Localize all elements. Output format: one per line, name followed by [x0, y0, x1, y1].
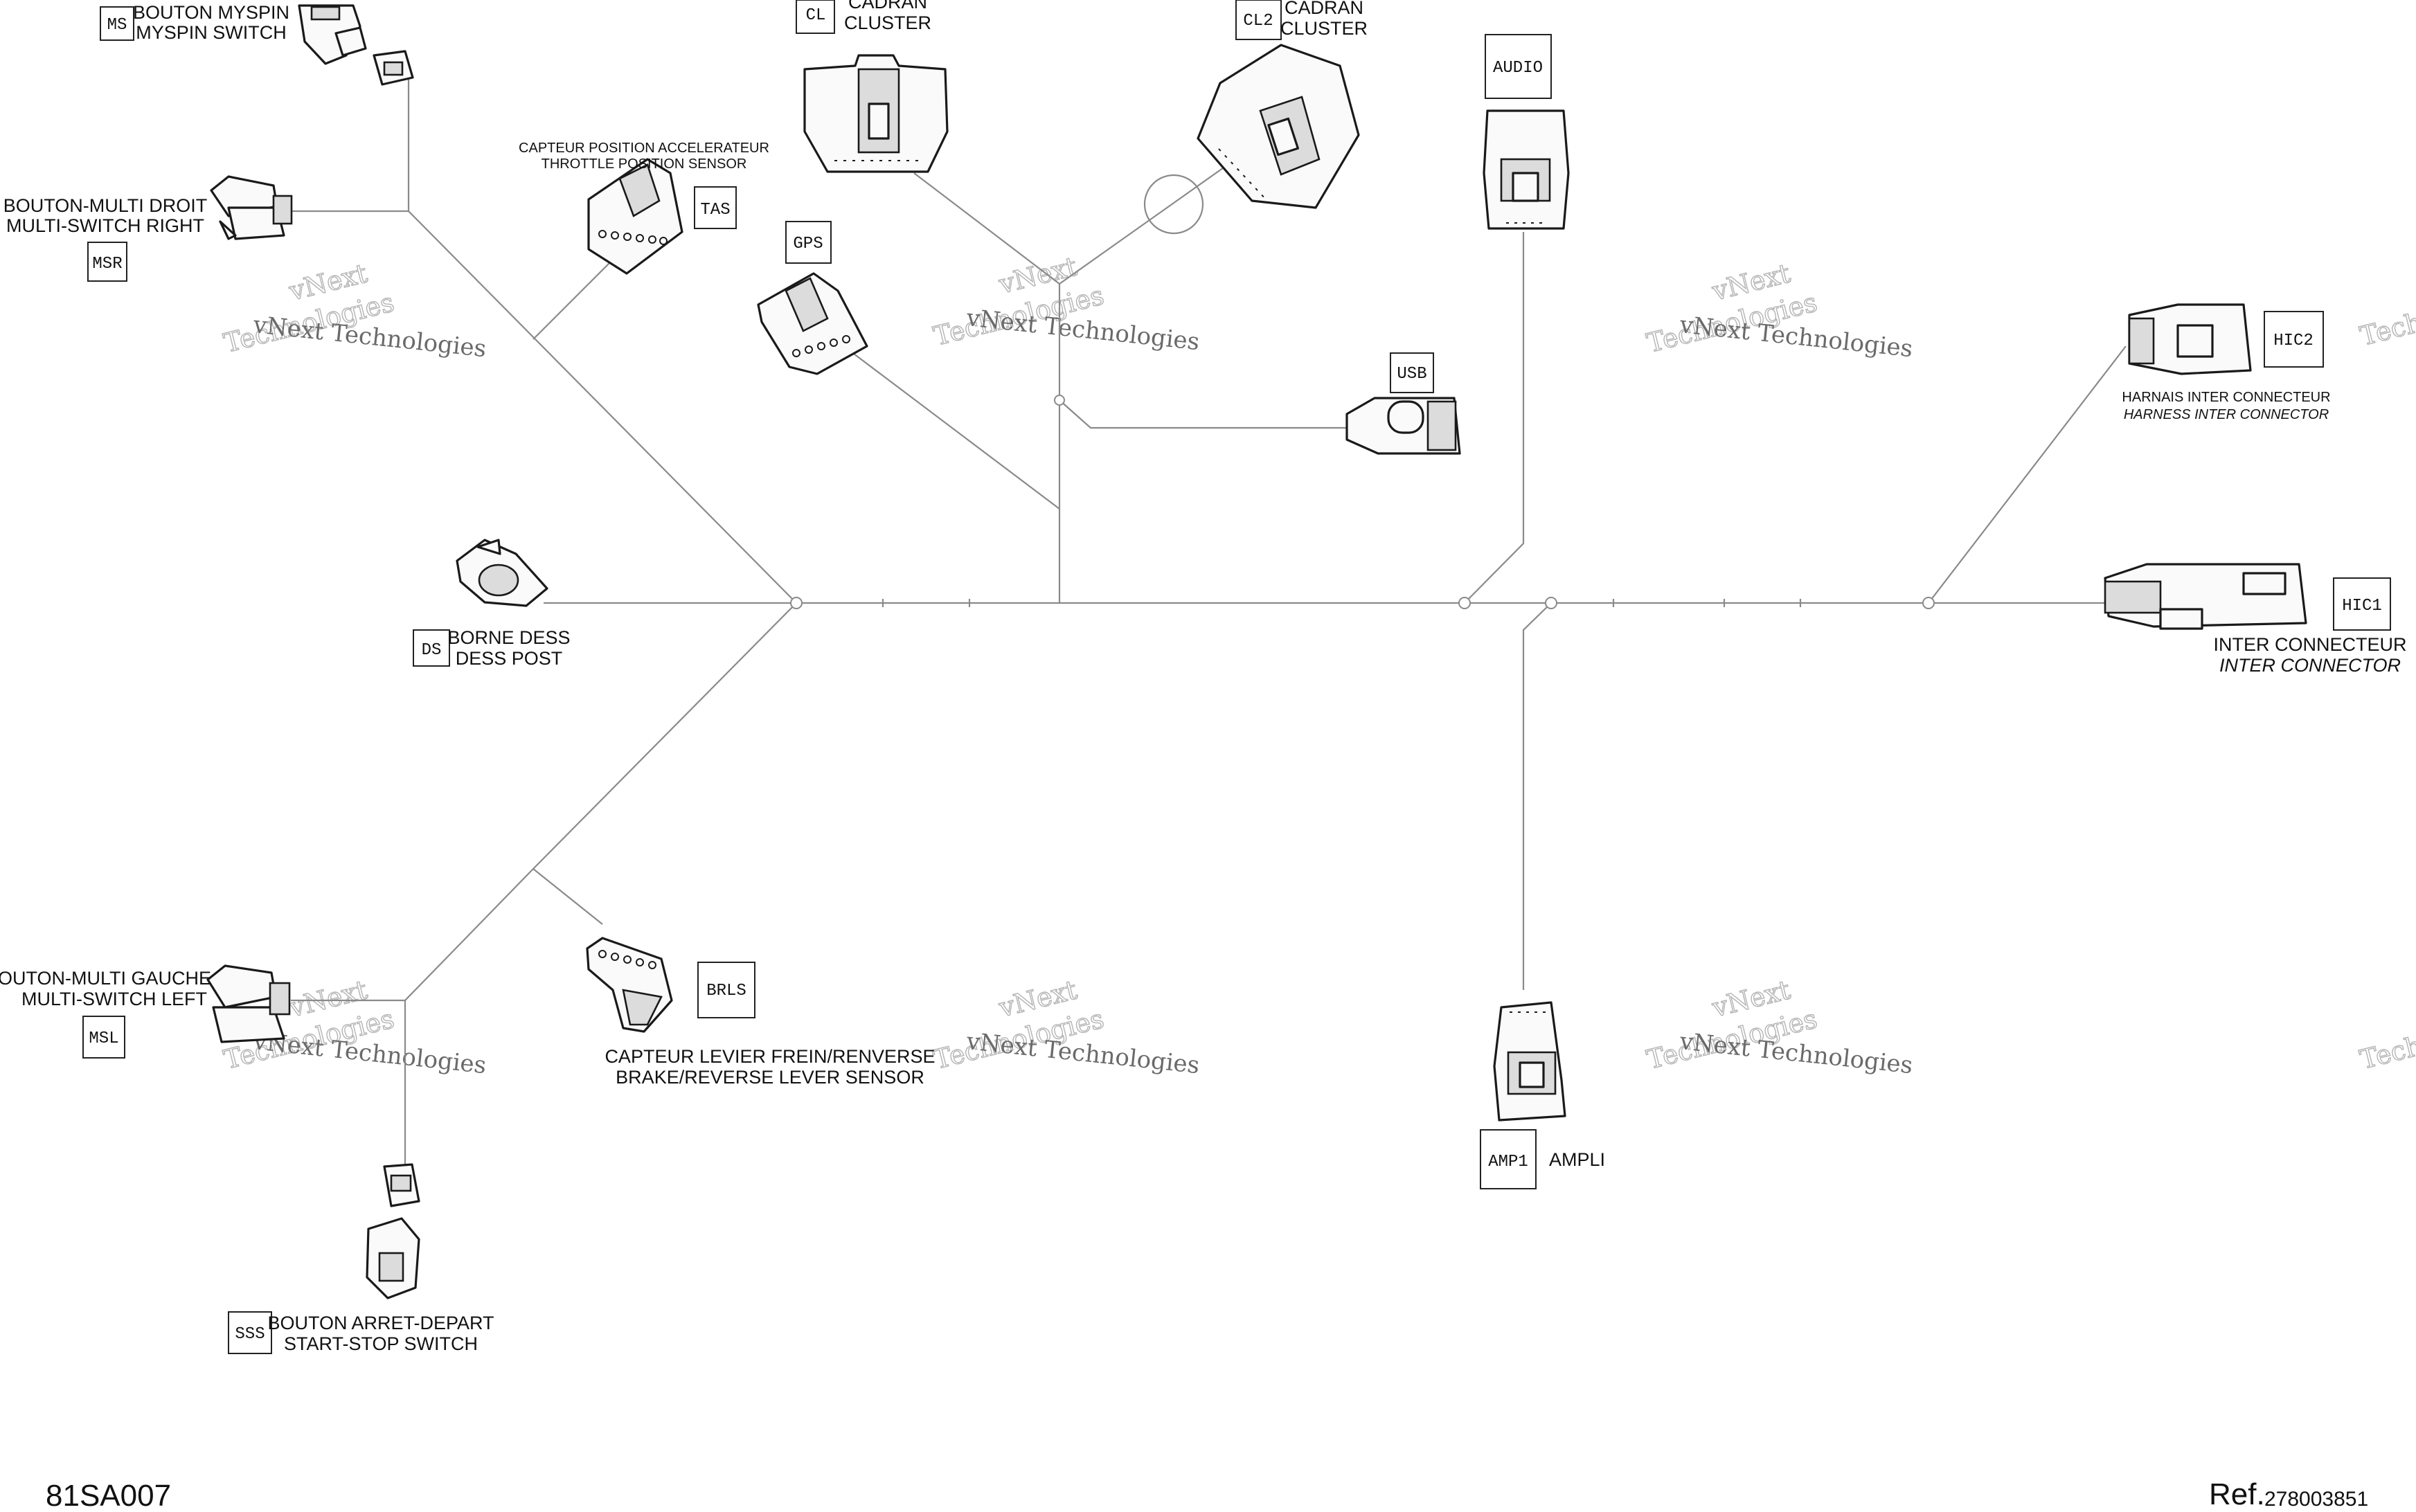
splice-node	[790, 597, 803, 609]
connector-code: AUDIO	[1493, 59, 1543, 78]
reference-label: Ref.	[2209, 1477, 2265, 1511]
connector-name-fr: BOUTON MYSPIN	[133, 2, 289, 23]
connector-name-en: INTER CONNECTOR	[2219, 655, 2401, 676]
label-hic2: HIC2 HARNAIS INTER CONNECTEUR HARNESS IN…	[2122, 311, 2331, 422]
dess-post-connector-icon[interactable]	[456, 539, 548, 607]
connector-code: MS	[107, 16, 127, 35]
connector-code: GPS	[793, 235, 823, 253]
label-gps: GPS	[785, 221, 832, 264]
start-stop-switch-connector-icon[interactable]	[366, 1163, 420, 1299]
cluster-connector-icon[interactable]	[803, 54, 949, 173]
multi-switch-left-connector-icon[interactable]	[206, 964, 291, 1043]
label-cl: CL CADRAN CLUSTER	[796, 0, 931, 34]
svg-text:Technologies: Technologies	[2357, 280, 2416, 352]
connector-name-fr: CADRAN	[848, 0, 927, 12]
tas-pins-icon	[598, 230, 668, 245]
connector-code: HIC1	[2342, 597, 2382, 615]
label-msl: BOUTON-MULTI GAUCHE MULTI-SWITCH LEFT MS…	[0, 968, 211, 1059]
connector-name-en: BRAKE/REVERSE LEVER SENSOR	[616, 1067, 924, 1088]
connector-code: SSS	[235, 1325, 265, 1344]
connector-name-en: START-STOP SWITCH	[284, 1333, 478, 1354]
connector-name-fr: BORNE DESS	[447, 627, 570, 648]
usb-connector-icon[interactable]	[1345, 397, 1461, 455]
watermark-partial: Technologies	[2356, 1003, 2416, 1076]
splice-node	[1054, 395, 1065, 406]
wire-tas	[533, 255, 617, 340]
wire-brls	[533, 868, 603, 925]
wire-hic2	[1928, 345, 2127, 604]
label-cl2: CL2 CADRAN CLUSTER	[1235, 0, 1368, 40]
wire-cl	[913, 172, 1061, 603]
connector-code: CL2	[1243, 12, 1273, 30]
audio-connector-icon[interactable]	[1483, 109, 1570, 230]
connector-name-fr: AMPLI	[1549, 1149, 1605, 1170]
svg-text:Technologies: Technologies	[2357, 1003, 2416, 1075]
gps-pins-icon	[792, 335, 850, 357]
label-amp1: AMP1 AMPLI	[1480, 1129, 1605, 1189]
splice-node	[1922, 597, 1935, 609]
connector-name-en: MYSPIN SWITCH	[136, 22, 287, 43]
label-hic1: HIC1 INTER CONNECTEUR INTER CONNECTOR	[2213, 577, 2407, 676]
reference-number: 278003851	[2264, 1488, 2368, 1511]
connector-code: USB	[1397, 365, 1426, 384]
connector-name-en: HARNESS INTER CONNECTOR	[2124, 407, 2329, 422]
connector-name-fr: BOUTON-MULTI DROIT	[3, 195, 208, 216]
connector-name-fr: INTER CONNECTEUR	[2213, 634, 2406, 655]
connector-code: TAS	[700, 201, 730, 219]
wire-gps	[848, 349, 1060, 510]
connector-name-en: MULTI-SWITCH RIGHT	[6, 215, 204, 236]
wire-audio	[1464, 232, 1525, 604]
connector-name-fr: CAPTEUR LEVIER FREIN/RENVERSE	[605, 1046, 935, 1067]
label-sss: SSS BOUTON ARRET-DEPART START-STOP SWITC…	[228, 1311, 494, 1354]
splice-node	[1458, 597, 1471, 609]
label-ms: MS BOUTON MYSPIN MYSPIN SWITCH	[100, 2, 289, 43]
multi-switch-right-connector-icon[interactable]	[210, 175, 293, 240]
throttle-position-sensor-connector-icon[interactable]	[587, 158, 683, 275]
wire-usb	[1059, 399, 1347, 429]
connector-code: HIC2	[2273, 332, 2314, 350]
connector-name-en: MULTI-SWITCH LEFT	[21, 989, 207, 1009]
label-brls: BRLS CAPTEUR LEVIER FREIN/RENVERSE BRAKE…	[605, 962, 936, 1088]
connector-name-en: THROTTLE POSITION SENSOR	[542, 156, 747, 172]
connector-name-en: DESS POST	[456, 648, 563, 669]
harness-inter-connector-2-icon[interactable]	[2128, 303, 2252, 375]
myspin-switch-connector-icon[interactable]	[298, 4, 414, 86]
brake-reverse-lever-sensor-connector-icon[interactable]	[586, 937, 673, 1033]
inter-connector-1-icon[interactable]	[2104, 563, 2307, 630]
connector-name-fr: CAPTEUR POSITION ACCELERATEUR	[519, 141, 769, 156]
connector-code: AMP1	[1488, 1153, 1528, 1171]
label-usb: USB	[1390, 352, 1434, 393]
harness-wires	[291, 80, 2127, 1170]
wire-ticks	[882, 599, 1802, 607]
splice-node	[1545, 597, 1557, 609]
drawing-id: 81SA007	[46, 1479, 171, 1512]
wire-loop	[1143, 174, 1204, 235]
connector-name-en: CLUSTER	[1280, 18, 1368, 39]
connector-name-en: CLUSTER	[844, 12, 931, 33]
wire-cl2	[1059, 165, 1226, 285]
brls-pins-icon	[598, 950, 656, 969]
connector-code: DS	[422, 641, 442, 660]
label-msr: BOUTON-MULTI DROIT MULTI-SWITCH RIGHT MS…	[3, 195, 208, 282]
amplifier-connector-icon[interactable]	[1493, 1001, 1566, 1122]
label-ds: DS BORNE DESS DESS POST	[413, 627, 571, 669]
watermark-partial: Technologies	[2356, 280, 2416, 352]
cluster-2-connector-icon[interactable]	[1197, 44, 1360, 209]
connector-code: MSR	[92, 255, 122, 273]
connector-name-fr: BOUTON-MULTI GAUCHE	[0, 968, 211, 989]
connector-code: BRLS	[706, 982, 746, 1000]
wire-left-lower	[404, 602, 797, 1170]
connector-name-fr: HARNAIS INTER CONNECTEUR	[2122, 390, 2330, 405]
connector-code: CL	[806, 6, 826, 25]
connector-name-fr: BOUTON ARRET-DEPART	[267, 1313, 494, 1333]
label-audio: AUDIO	[1485, 34, 1552, 99]
gps-connector-icon[interactable]	[757, 272, 868, 375]
connector-code: MSL	[89, 1029, 118, 1048]
wire-amp1	[1522, 602, 1552, 990]
connector-name-fr: CADRAN	[1285, 0, 1363, 18]
label-tas: CAPTEUR POSITION ACCELERATEUR THROTTLE P…	[519, 141, 769, 229]
